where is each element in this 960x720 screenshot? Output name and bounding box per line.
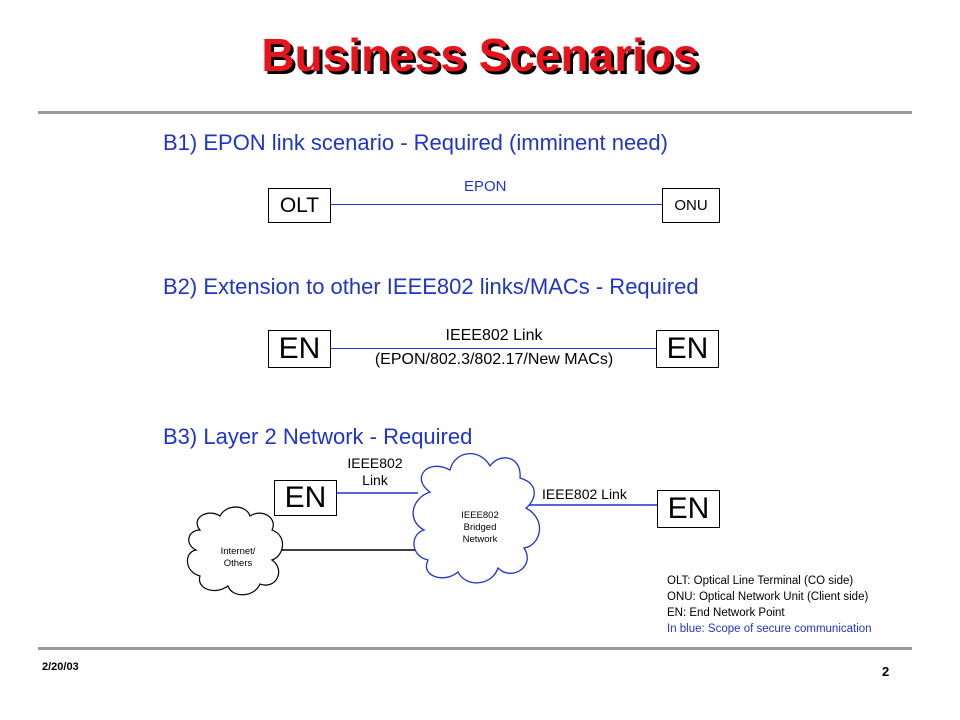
legend-blue-scope: In blue: Scope of secure communication [667,623,872,635]
b2-right-en-box: EN [656,330,719,368]
b3-left-link-label-1: IEEE802 [347,455,403,471]
page-number: 2 [882,664,890,679]
b3-right-en-label: EN [667,492,710,525]
bridged-cloud-line-3: Network [462,534,498,545]
b1-onu-label: ONU [674,197,708,214]
internet-cloud-line-1: Internet/ [220,546,256,557]
internet-cloud-shape [186,506,284,596]
b2-heading: B2) Extension to other IEEE802 links/MAC… [163,274,699,299]
legend: OLT: Optical Line Terminal (CO side) ONU… [667,573,872,637]
b2-left-en-label: EN [278,332,321,365]
legend-olt: OLT: Optical Line Terminal (CO side) [667,575,854,587]
b2-link-label-2: (EPON/802.3/802.17/New MACs) [374,351,614,368]
footer-date: 2/20/03 [42,661,79,673]
b2-left-en-box: EN [268,330,331,368]
b2-right-en-label: EN [666,332,709,365]
slide-title: Business Scenarios [261,29,699,81]
b3-left-en-label: EN [284,481,327,514]
b3-heading: B3) Layer 2 Network - Required [163,424,473,449]
b2-link-label-1: IEEE802 Link [445,327,543,344]
internet-cloud-text: Internet/ Others [200,546,276,570]
b3-left-en-box: EN [274,480,337,516]
bridged-network-cloud-text: IEEE802 Bridged Network [440,510,520,546]
bridged-cloud-line-2: Bridged [463,522,497,533]
b3-right-en-box: EN [657,490,720,528]
b1-olt-label: OLT [279,193,320,217]
top-divider [38,111,912,114]
legend-onu: ONU: Optical Network Unit (Client side) [667,591,869,603]
bottom-divider [38,647,912,650]
bridged-network-cloud-shape [412,453,541,584]
b3-left-link-label-2: Link [362,472,388,488]
b3-right-link-label: IEEE802 Link [542,486,627,502]
b1-epon-link-line [330,204,663,205]
b1-olt-box: OLT [268,188,331,223]
b2-ieee802-link-line [330,348,658,349]
b1-onu-box: ONU [662,188,720,223]
legend-en: EN: End Network Point [667,607,785,619]
b1-link-label: EPON [464,178,507,195]
bridged-cloud-line-1: IEEE802 [461,510,499,521]
internet-cloud-line-2: Others [223,558,253,569]
b1-heading: B1) EPON link scenario - Required (immin… [163,130,668,155]
